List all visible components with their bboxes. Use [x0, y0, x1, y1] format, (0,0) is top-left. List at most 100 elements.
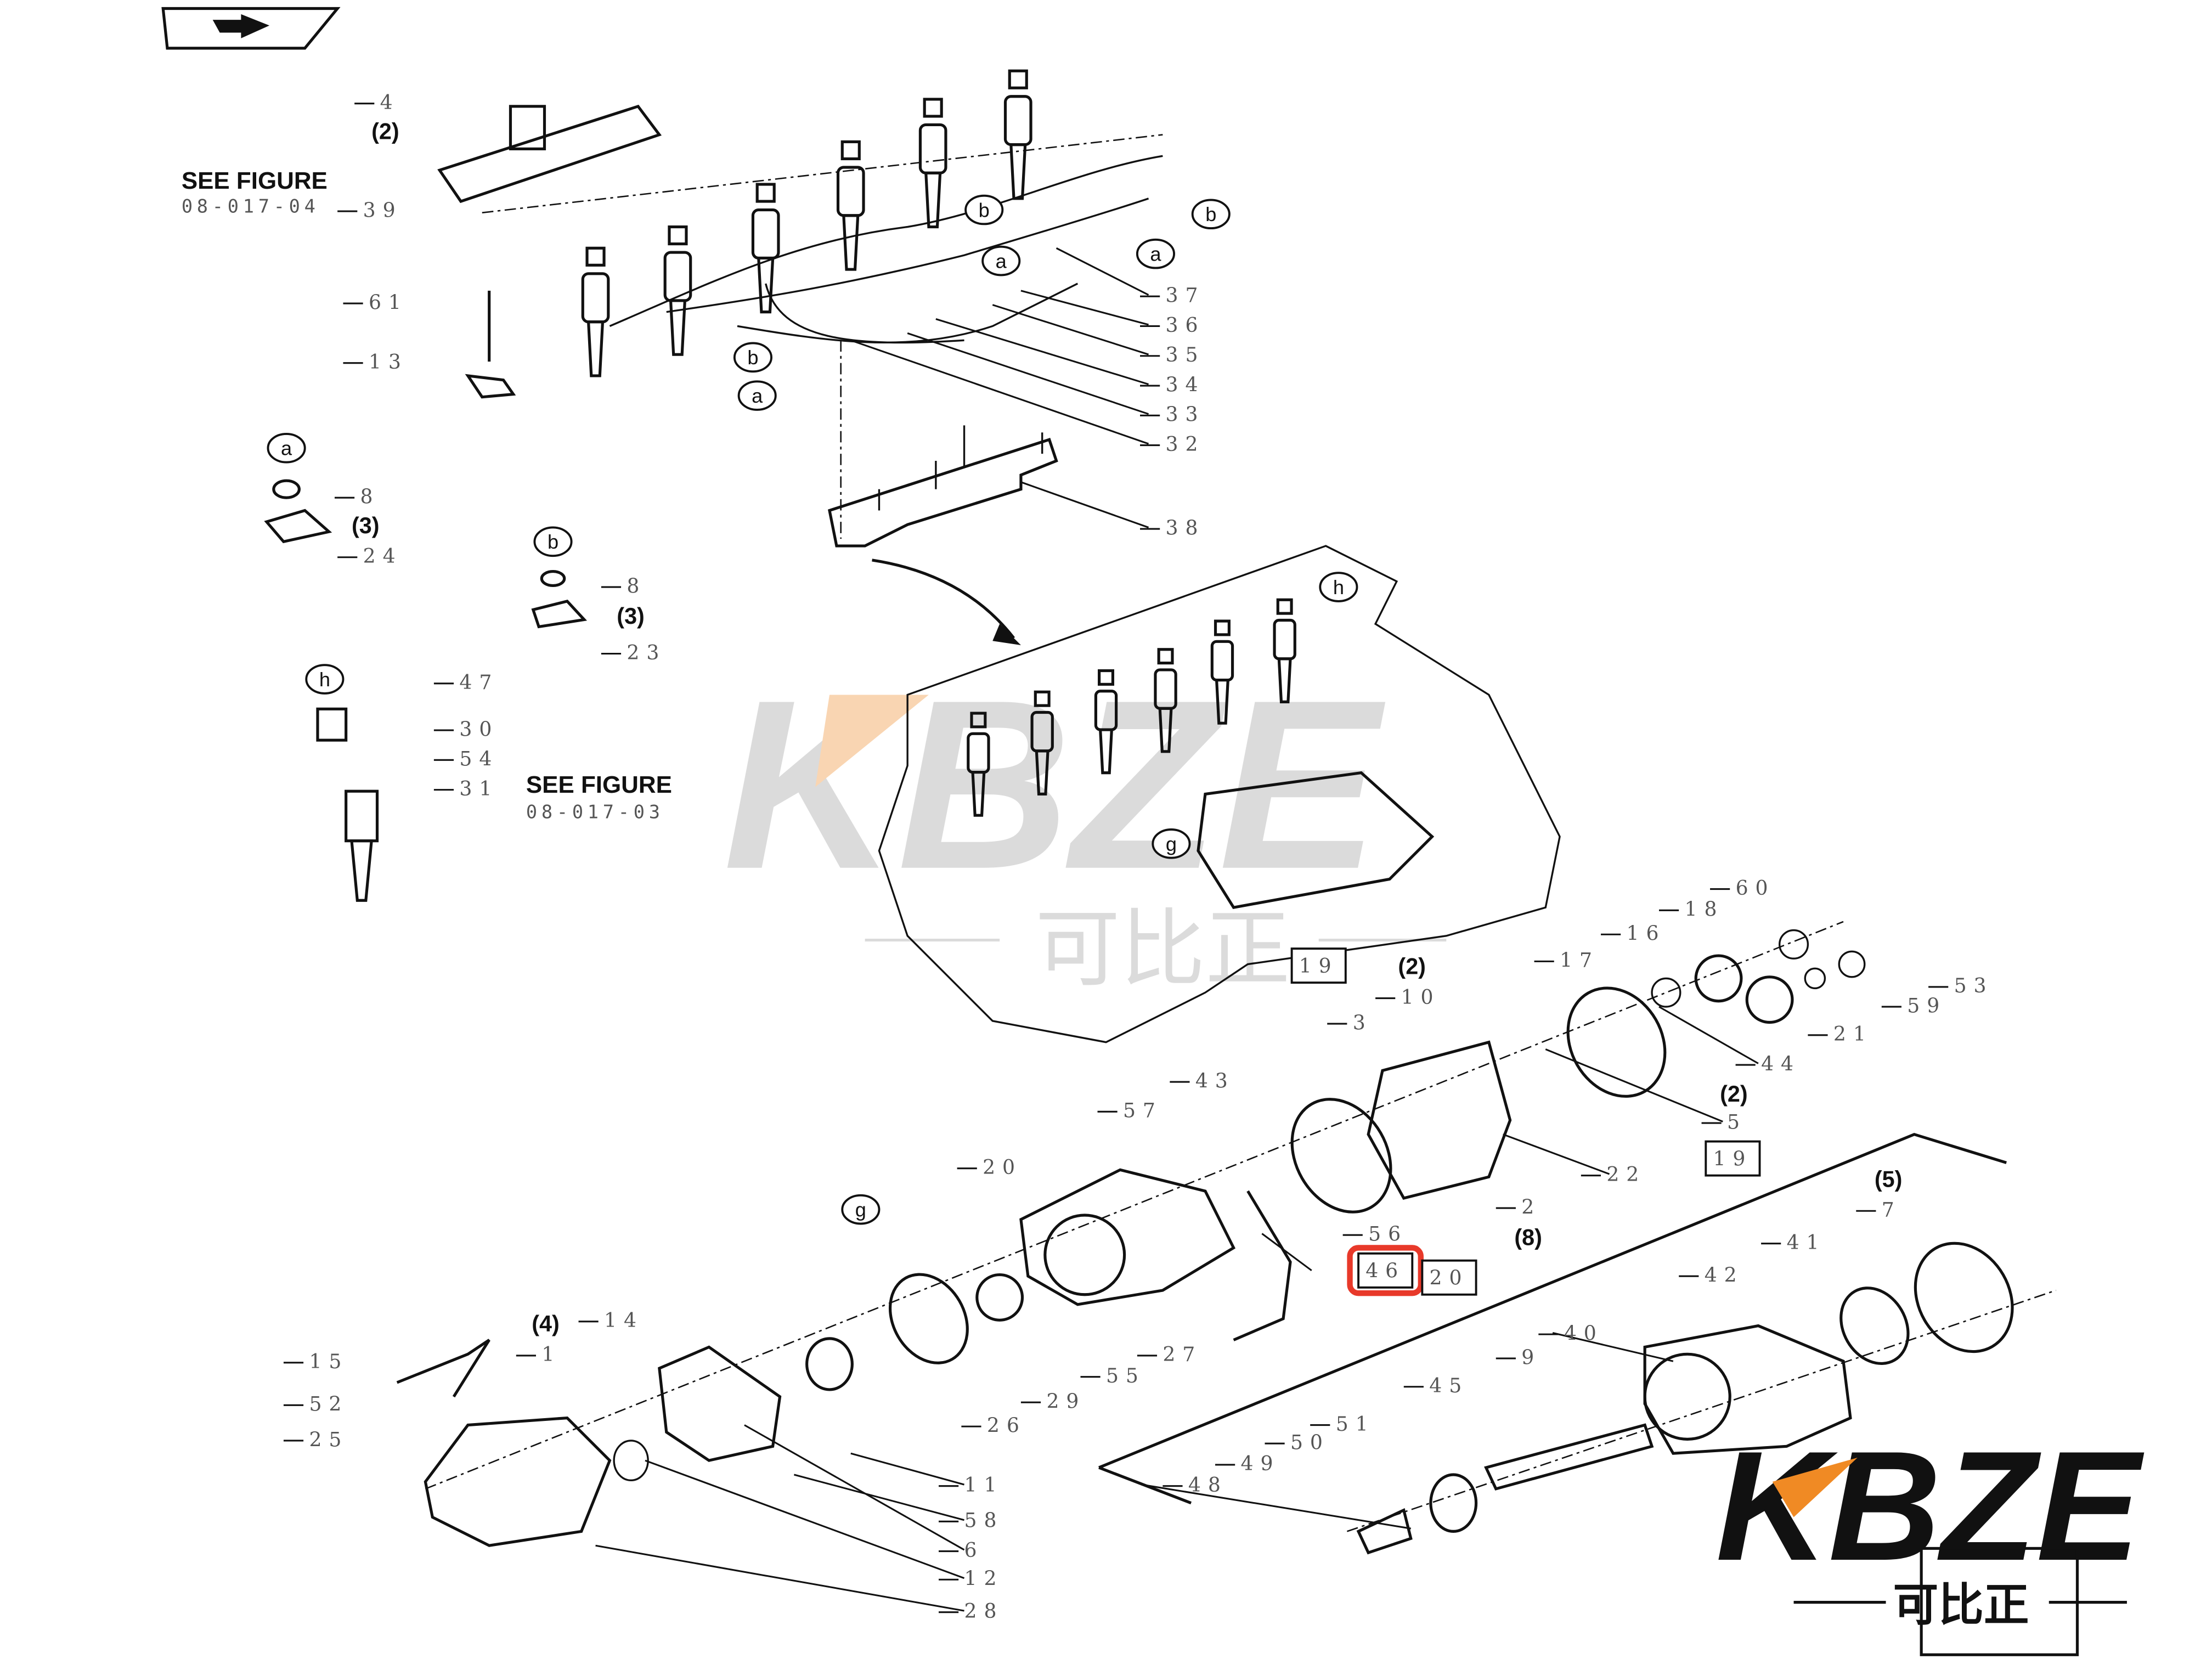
callout-2[interactable]: (2)	[1720, 1081, 1748, 1107]
callout-52[interactable]: 52	[309, 1392, 348, 1416]
callout-7[interactable]: 7	[1882, 1198, 1901, 1222]
callout-18[interactable]: 18	[1685, 898, 1724, 921]
callout-38[interactable]: 38	[1166, 516, 1205, 539]
callout-48[interactable]: 48	[1188, 1473, 1228, 1497]
callout-b[interactable]: b	[733, 342, 772, 373]
callout-12[interactable]: 12	[964, 1567, 1004, 1590]
callout-15[interactable]: 15	[309, 1350, 348, 1373]
callout-23[interactable]: 23	[627, 641, 666, 664]
callout-3[interactable]: (3)	[617, 603, 645, 629]
callout-0801703[interactable]: 08-017-03	[526, 801, 664, 822]
callout-3[interactable]: 3	[1353, 1011, 1373, 1034]
callout-17[interactable]: 17	[1560, 949, 1599, 972]
callout-37[interactable]: 37	[1166, 284, 1205, 307]
callout-13[interactable]: 13	[369, 350, 408, 374]
callout-11[interactable]: 11	[964, 1473, 1004, 1497]
callout-a[interactable]: a	[737, 380, 777, 411]
callout-a[interactable]: a	[267, 432, 306, 464]
callout-b[interactable]: b	[1191, 199, 1231, 230]
callout-36[interactable]: 36	[1166, 313, 1205, 337]
callout-44[interactable]: 44	[1761, 1052, 1801, 1075]
callout-60[interactable]: 60	[1736, 876, 1775, 900]
callout-text: 55	[1106, 1364, 1146, 1387]
callout-4[interactable]: (4)	[532, 1311, 560, 1336]
callout-61[interactable]: 61	[369, 290, 408, 314]
callout-40[interactable]: 40	[1564, 1321, 1604, 1345]
callout-31[interactable]: 31	[459, 777, 499, 800]
callout-29[interactable]: 29	[1046, 1390, 1086, 1413]
callout-39[interactable]: 39	[363, 198, 403, 222]
callout-b[interactable]: b	[533, 526, 573, 557]
callout-56[interactable]: 56	[1368, 1222, 1408, 1246]
callout-49[interactable]: 49	[1241, 1452, 1280, 1475]
callout-58[interactable]: 58	[964, 1509, 1004, 1532]
callout-8[interactable]: 8	[360, 485, 380, 509]
callout-43[interactable]: 43	[1195, 1069, 1235, 1092]
callout-20[interactable]: 20	[983, 1155, 1022, 1179]
callout-45[interactable]: 45	[1429, 1374, 1469, 1397]
callout-51[interactable]: 51	[1336, 1412, 1375, 1436]
callout-g[interactable]: g	[1152, 828, 1191, 859]
callout-41[interactable]: 41	[1787, 1231, 1826, 1254]
callout-59[interactable]: 59	[1907, 994, 1946, 1017]
callout-26[interactable]: 26	[987, 1413, 1026, 1437]
callout-text: 47	[459, 670, 499, 694]
callout-2[interactable]: 2	[1521, 1195, 1541, 1218]
callout-25[interactable]: 25	[309, 1427, 348, 1451]
callout-14[interactable]: 14	[604, 1308, 644, 1332]
callout-4[interactable]: 4	[380, 91, 400, 114]
callout-h[interactable]: h	[1319, 572, 1358, 602]
callout-50[interactable]: 50	[1290, 1430, 1330, 1454]
callout-b[interactable]: b	[964, 194, 1004, 225]
callout-57[interactable]: 57	[1123, 1099, 1163, 1122]
callout-8[interactable]: (8)	[1514, 1224, 1542, 1250]
fuel-rail-assembly	[437, 69, 1163, 539]
callout-5[interactable]: 5	[1727, 1110, 1747, 1133]
callout-circle	[737, 380, 777, 411]
callout-g[interactable]: g	[841, 1194, 881, 1225]
callout-42[interactable]: 42	[1705, 1263, 1744, 1286]
callout-16[interactable]: 16	[1627, 922, 1666, 945]
page-flag-icon[interactable]	[161, 7, 341, 50]
callout-35[interactable]: 35	[1166, 343, 1205, 366]
callout-30[interactable]: 30	[459, 717, 499, 741]
callout-text: 29	[1046, 1390, 1086, 1413]
callout-8[interactable]: 8	[627, 574, 646, 597]
callout-9[interactable]: 9	[1521, 1345, 1541, 1369]
callout-text: 19	[1299, 954, 1339, 978]
callout-a[interactable]: a	[981, 245, 1021, 276]
callout-34[interactable]: 34	[1166, 373, 1205, 396]
callout-text: b	[1205, 203, 1216, 225]
callout-20[interactable]: 20	[1421, 1259, 1477, 1296]
callout-6[interactable]: 6	[964, 1538, 984, 1562]
callout-19[interactable]: 19	[1705, 1140, 1761, 1177]
callout-a[interactable]: a	[1136, 238, 1175, 269]
callout-h[interactable]: h	[305, 664, 345, 695]
callout-seefigure[interactable]: SEE FIGURE	[182, 167, 328, 194]
callout-3[interactable]: (3)	[352, 513, 380, 538]
callout-22[interactable]: 22	[1606, 1163, 1646, 1186]
callout-24[interactable]: 24	[363, 544, 403, 568]
callout-2[interactable]: (2)	[371, 119, 399, 144]
callout-55[interactable]: 55	[1106, 1364, 1146, 1387]
callout-0801704[interactable]: 08-017-04	[182, 196, 320, 217]
callout-text: (3)	[352, 513, 380, 538]
callout-21[interactable]: 21	[1833, 1022, 1873, 1046]
watermark-subtitle: 可比正	[1035, 899, 1290, 998]
callout-1[interactable]: 1	[541, 1342, 561, 1366]
callout-53[interactable]: 53	[1954, 974, 1994, 997]
callout-33[interactable]: 33	[1166, 403, 1205, 426]
callout-19[interactable]: 19	[1290, 947, 1347, 984]
callout-47[interactable]: 47	[459, 670, 499, 694]
callout-text: (8)	[1514, 1224, 1542, 1250]
callout-10[interactable]: 10	[1401, 985, 1441, 1009]
callout-46[interactable]: 46	[1347, 1245, 1424, 1296]
callout-27[interactable]: 27	[1163, 1342, 1202, 1366]
callout-2[interactable]: (2)	[1398, 954, 1426, 979]
callout-32[interactable]: 32	[1166, 432, 1205, 456]
callout-28[interactable]: 28	[964, 1599, 1004, 1623]
callout-5[interactable]: (5)	[1875, 1166, 1903, 1192]
callout-seefigure[interactable]: SEE FIGURE	[526, 771, 672, 798]
callout-54[interactable]: 54	[459, 747, 499, 771]
callout-text: 33	[1166, 403, 1205, 426]
